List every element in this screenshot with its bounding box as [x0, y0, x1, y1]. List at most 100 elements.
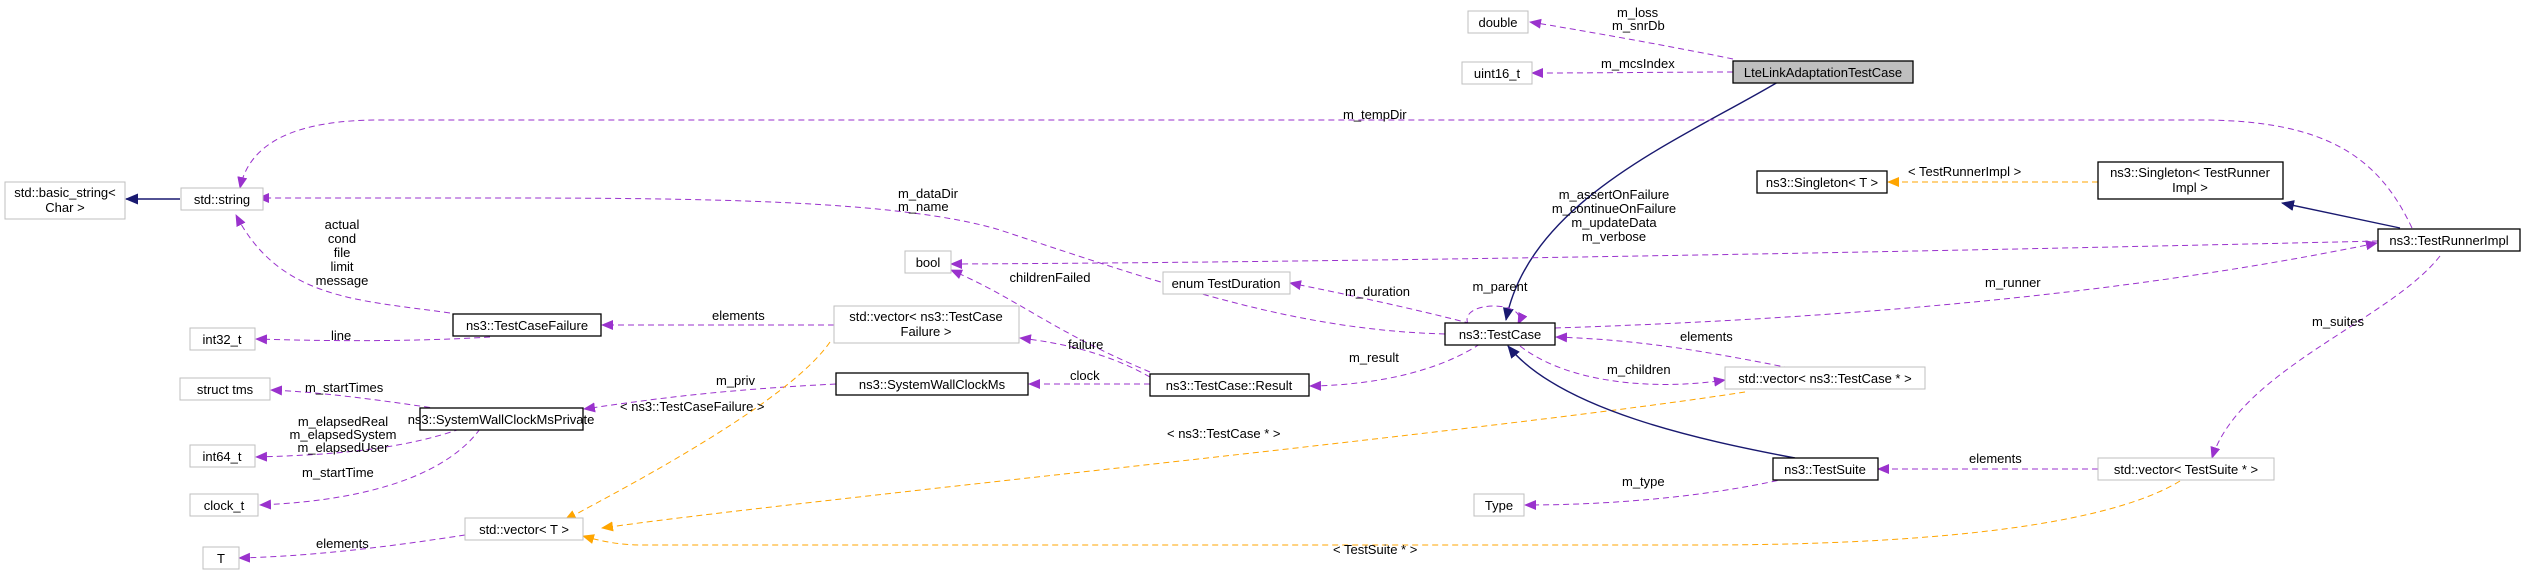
- label-file: file: [334, 245, 351, 260]
- label-cond: cond: [328, 231, 356, 246]
- node-label: uint16_t: [1474, 66, 1521, 81]
- edge-vects-vect: [582, 480, 2181, 546]
- node-int64-t[interactable]: int64_t: [189, 444, 256, 468]
- node-uint16-t[interactable]: uint16_t: [1461, 61, 1533, 85]
- node-label: ns3::TestCaseFailure: [466, 318, 588, 333]
- edge-failure-string: [235, 214, 451, 314]
- node-bool[interactable]: bool: [904, 250, 952, 274]
- node-vector-test-case-failure[interactable]: std::vector< ns3::TestCase Failure >: [833, 305, 1020, 344]
- node-int32-t[interactable]: int32_t: [189, 327, 256, 351]
- node-label: ns3::Singleton< T >: [1766, 175, 1878, 190]
- node-lte-link-adaptation-test-case[interactable]: LteLinkAdaptationTestCase: [1732, 60, 1914, 84]
- node-label: double: [1478, 15, 1517, 30]
- label-clock: clock: [1070, 368, 1100, 383]
- edge-runner-string-tempdir: [237, 119, 2413, 229]
- label-m-elapsedsystem: m_elapsedSystem: [290, 427, 397, 442]
- label-m-type: m_type: [1622, 474, 1665, 489]
- label-m-priv: m_priv: [716, 373, 756, 388]
- edge-vectc-vect: [601, 391, 1746, 532]
- node-label: LteLinkAdaptationTestCase: [1744, 65, 1902, 80]
- edge-lte-uint16: [1531, 67, 1734, 78]
- node-vector-t[interactable]: std::vector< T >: [464, 517, 584, 541]
- label-m-suites: m_suites: [2312, 314, 2365, 329]
- node-label: ns3::TestSuite: [1784, 462, 1866, 477]
- node-singleton-t[interactable]: ns3::Singleton< T >: [1756, 170, 1888, 194]
- node-test-case-result[interactable]: ns3::TestCase::Result: [1149, 373, 1310, 397]
- node-label: int64_t: [202, 449, 241, 464]
- label-elements-t: elements: [316, 536, 369, 551]
- label-m-verbose: m_verbose: [1582, 229, 1646, 244]
- node-label: Char >: [45, 200, 84, 215]
- node-label: std::basic_string<: [14, 185, 116, 200]
- label-tpl-testcaseptr: < ns3::TestCase * >: [1167, 426, 1280, 441]
- node-t[interactable]: T: [202, 546, 240, 570]
- label-m-continueonfailure: m_continueOnFailure: [1552, 201, 1676, 216]
- edge-runner-bool: [950, 240, 2379, 269]
- node-label: std::string: [194, 192, 250, 207]
- node-label: Impl >: [2172, 180, 2208, 195]
- node-vector-test-case-ptr[interactable]: std::vector< ns3::TestCase * >: [1724, 366, 1926, 390]
- label-m-loss: m_loss: [1617, 5, 1659, 20]
- edge-testcase-vectc: [1519, 345, 1726, 387]
- edge-testsuite-testcase: [1507, 345, 1796, 459]
- label-m-snrdb: m_snrDb: [1612, 18, 1665, 33]
- edge-testcase-string: [257, 193, 1446, 335]
- edge-private-clockt: [259, 428, 481, 510]
- node-vector-test-suite-ptr[interactable]: std::vector< TestSuite * >: [2097, 457, 2275, 481]
- label-m-runner: m_runner: [1985, 275, 2041, 290]
- node-label: Type: [1485, 498, 1513, 513]
- label-tri-runner-impl: < TestRunnerImpl >: [1908, 164, 2021, 179]
- label-m-assertonfailure: m_assertOnFailure: [1559, 187, 1670, 202]
- edges: [125, 18, 2441, 563]
- label-m-parent: m_parent: [1473, 279, 1528, 294]
- node-label: T: [217, 551, 225, 566]
- node-label: std::vector< ns3::TestCase * >: [1738, 371, 1911, 386]
- node-enum-test-duration[interactable]: enum TestDuration: [1162, 271, 1291, 295]
- edge-failure-int32: [255, 334, 491, 345]
- label-line: line: [331, 328, 351, 343]
- node-label: ns3::TestCase: [1459, 327, 1541, 342]
- node-label: ns3::TestCase::Result: [1166, 378, 1293, 393]
- node-system-wall-clock-ms-private[interactable]: ns3::SystemWallClockMsPrivate: [408, 407, 595, 431]
- label-failure: failure: [1068, 337, 1103, 352]
- edge-result-vecfailure: [1019, 334, 1151, 378]
- node-test-runner-impl[interactable]: ns3::TestRunnerImpl: [2377, 228, 2521, 252]
- node-type[interactable]: Type: [1473, 493, 1525, 517]
- node-double[interactable]: double: [1467, 10, 1529, 34]
- label-m-elapsedreal: m_elapsedReal: [298, 414, 388, 429]
- edge-vecfailure-vect: [564, 341, 831, 521]
- edge-private-int64: [255, 428, 461, 462]
- label-m-datadir: m_dataDir: [898, 186, 959, 201]
- node-test-suite[interactable]: ns3::TestSuite: [1772, 457, 1879, 481]
- label-m-tempdir: m_tempDir: [1343, 107, 1407, 122]
- node-label: ns3::SystemWallClockMs: [859, 377, 1006, 392]
- label-m-result: m_result: [1349, 350, 1399, 365]
- node-std-string[interactable]: std::string: [180, 187, 264, 211]
- label-m-elapseduser: m_elapsedUser: [297, 440, 389, 455]
- edge-testcase-runner: [1554, 240, 2378, 329]
- edge-labels: m_loss m_snrDb m_mcsIndex m_tempDir m_da…: [290, 5, 2365, 557]
- label-elements-failure: elements: [712, 308, 765, 323]
- node-singleton-test-runner-impl[interactable]: ns3::Singleton< TestRunner Impl >: [2097, 161, 2284, 200]
- node-test-case[interactable]: ns3::TestCase: [1444, 322, 1556, 346]
- label-message: message: [316, 273, 369, 288]
- label-elements-suite: elements: [1969, 451, 2022, 466]
- node-test-case-failure[interactable]: ns3::TestCaseFailure: [452, 313, 602, 337]
- node-label: bool: [916, 255, 941, 270]
- label-m-children: m_children: [1607, 362, 1671, 377]
- node-struct-tms[interactable]: struct tms: [179, 377, 271, 401]
- node-label: std::vector< T >: [479, 522, 569, 537]
- label-m-name: m_name: [898, 199, 949, 214]
- nodes: LteLinkAdaptationTestCase double uint16_…: [4, 10, 2521, 570]
- edge-vectc-testcase: [1555, 332, 1801, 371]
- edge-runner-singleton: [2281, 200, 2401, 229]
- node-label: ns3::Singleton< TestRunner: [2110, 165, 2271, 180]
- label-tpl-testcasefailure: < ns3::TestCaseFailure >: [620, 399, 765, 414]
- node-label: ns3::SystemWallClockMsPrivate: [408, 412, 595, 427]
- label-childrenfailed: childrenFailed: [1010, 270, 1091, 285]
- node-clock-t[interactable]: clock_t: [189, 493, 259, 517]
- node-system-wall-clock-ms[interactable]: ns3::SystemWallClockMs: [835, 372, 1029, 396]
- label-actual: actual: [325, 217, 360, 232]
- node-basic-string[interactable]: std::basic_string< Char >: [4, 181, 126, 220]
- node-label: clock_t: [204, 498, 245, 513]
